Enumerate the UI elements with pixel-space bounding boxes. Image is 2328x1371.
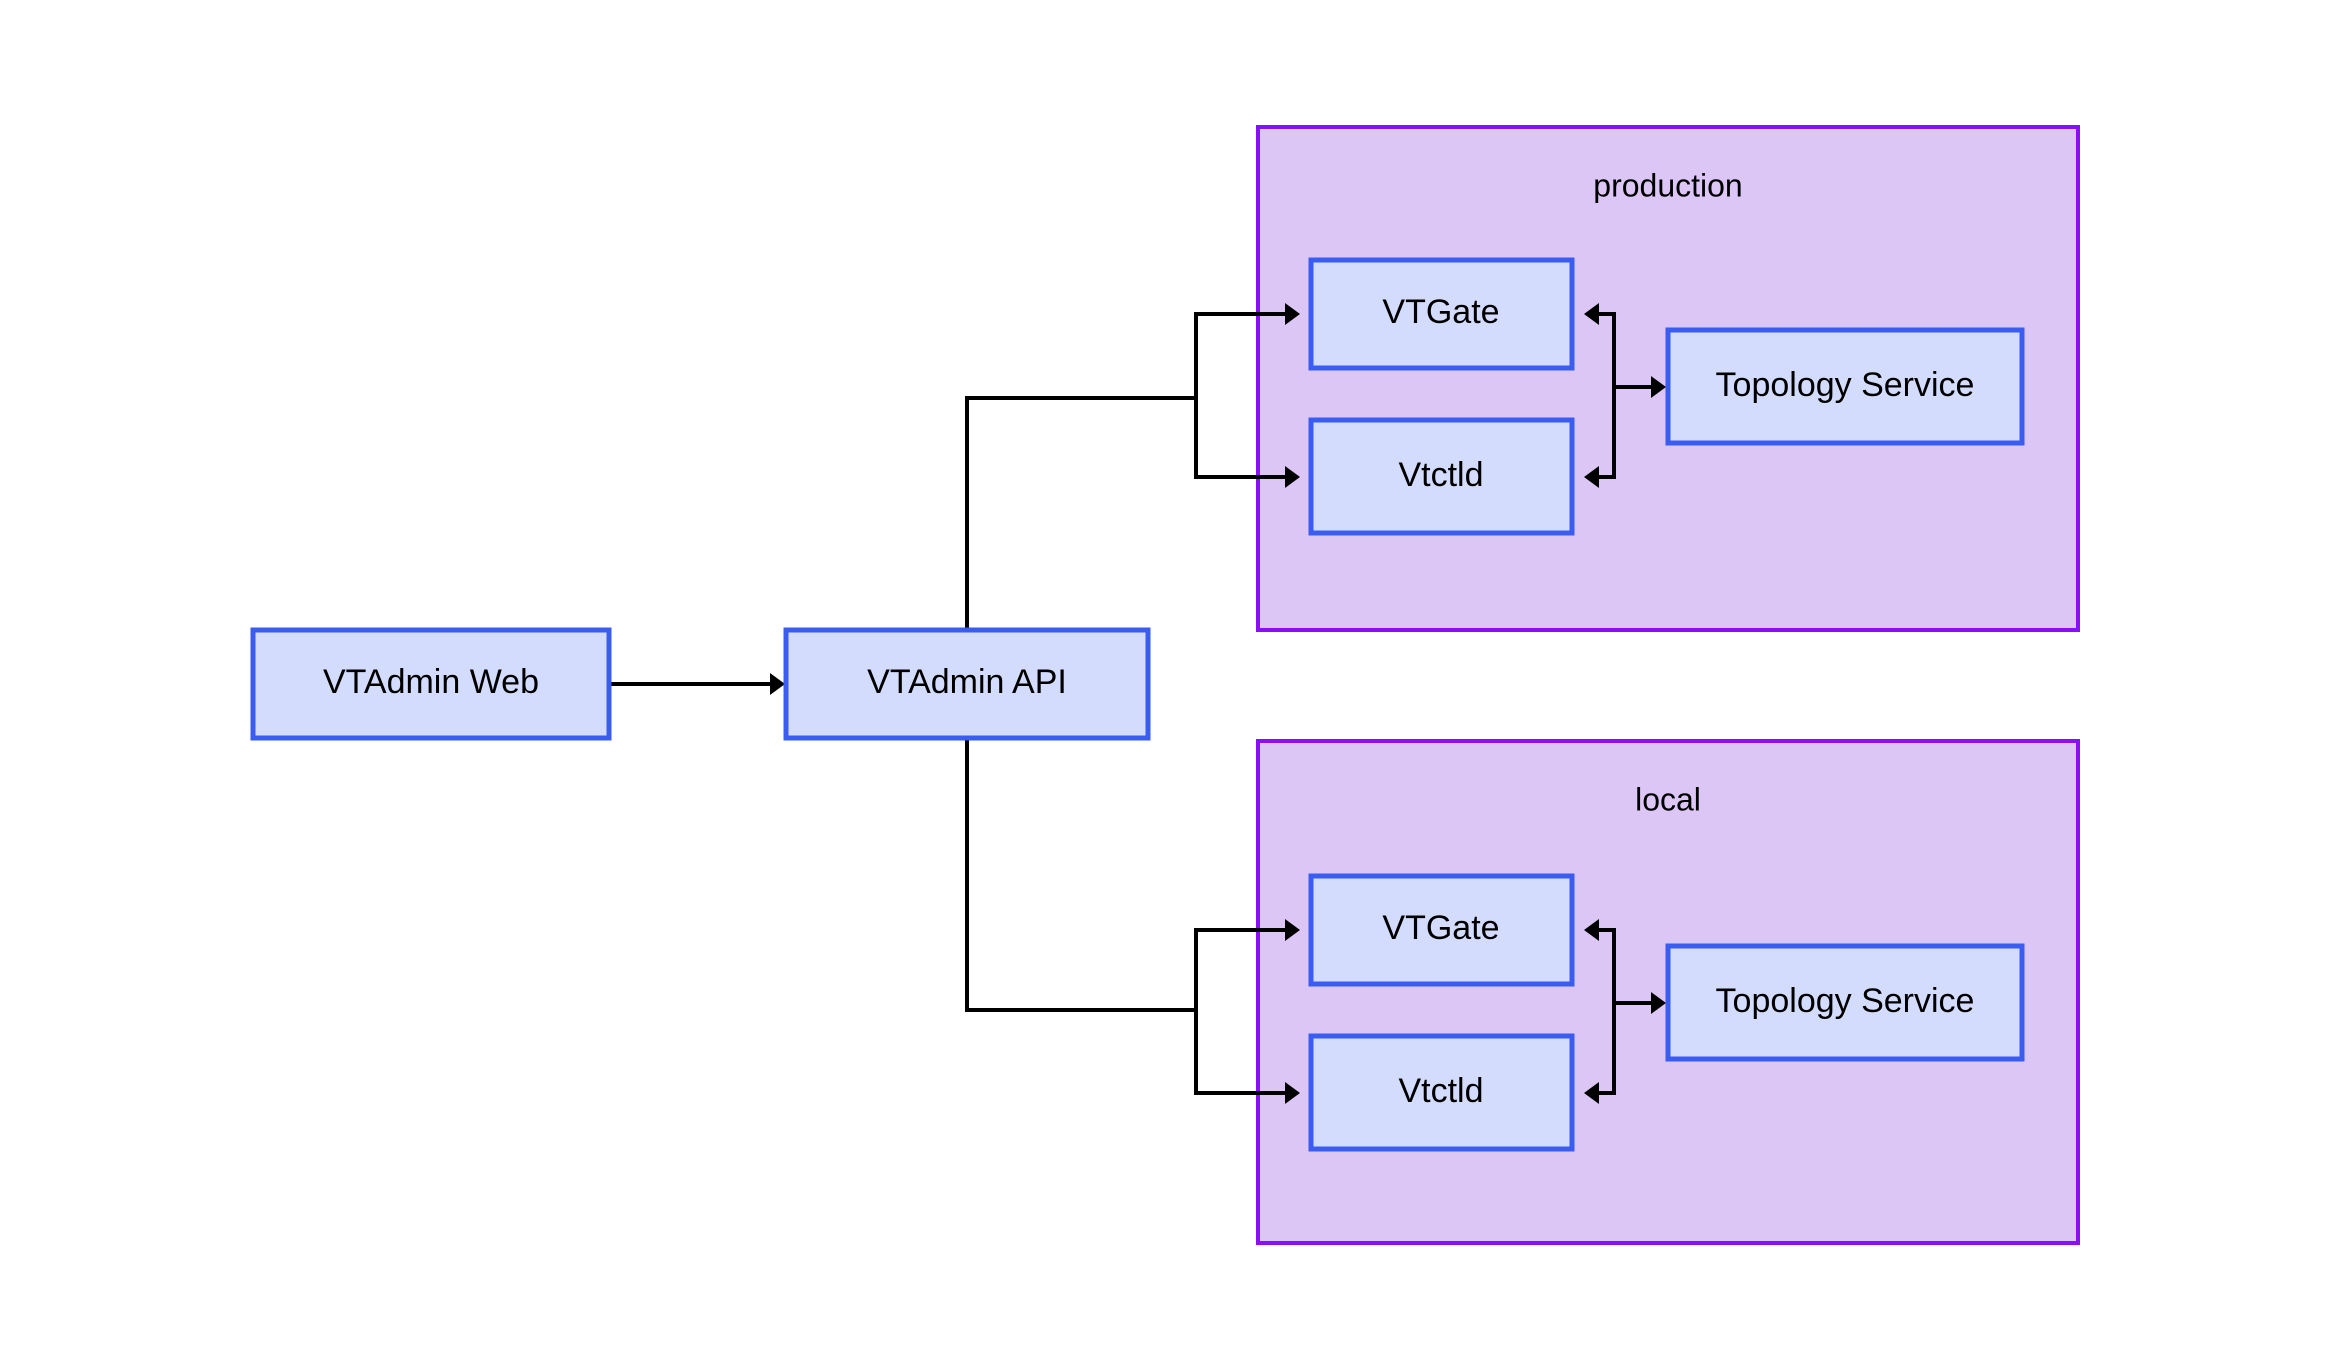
edge-line: [1596, 928, 1616, 1003]
edge-local-topology-to-vtctld: [1584, 1003, 1616, 1104]
node-vtadmin-web[interactable]: VTAdmin Web: [250, 627, 612, 741]
node-box[interactable]: [783, 627, 1151, 741]
arrow-head-icon: [1651, 992, 1666, 1014]
edge-line: [1194, 1010, 1288, 1095]
arrow-head-icon: [1584, 466, 1599, 488]
edge-prod-topology-to-vtgate: [1584, 303, 1616, 387]
edge-api-to-local-vtctld: [1194, 1010, 1300, 1104]
node-label: VTAdmin API: [867, 663, 1067, 701]
node-box[interactable]: [1308, 417, 1575, 536]
node-local-topology[interactable]: Topology Service: [1665, 943, 2025, 1062]
arrow-head-icon: [1285, 919, 1300, 941]
edge-line: [1596, 1003, 1616, 1095]
edge-web-to-api: [608, 673, 785, 695]
arrow-head-icon: [1651, 376, 1666, 398]
arrow-head-icon: [1285, 1082, 1300, 1104]
node-box[interactable]: [1308, 257, 1575, 371]
edge-local-to-topology: [1614, 992, 1666, 1014]
edge-line: [1194, 398, 1288, 479]
node-vtadmin-api[interactable]: VTAdmin API: [783, 627, 1151, 741]
node-box[interactable]: [1665, 327, 2025, 446]
node-prod-topology[interactable]: Topology Service: [1665, 327, 2025, 446]
edge-api-to-prod-vtctld: [1194, 398, 1300, 488]
node-label: VTAdmin Web: [323, 663, 539, 701]
node-label: VTGate: [1382, 909, 1499, 947]
node-label: Vtctld: [1398, 456, 1483, 494]
arrow-head-icon: [1584, 919, 1599, 941]
node-local-vtctld[interactable]: Vtctld: [1308, 1033, 1575, 1152]
arrow-head-icon: [1285, 466, 1300, 488]
arrow-head-icon: [1584, 1082, 1599, 1104]
edge-line: [965, 740, 1288, 1012]
node-box[interactable]: [1665, 943, 2025, 1062]
cluster-label: production: [1593, 167, 1742, 203]
edge-line: [1596, 312, 1616, 387]
node-box[interactable]: [1308, 873, 1575, 987]
arrow-head-icon: [770, 673, 785, 695]
edge-line: [965, 312, 1288, 628]
edge-local-topology-to-vtgate: [1584, 919, 1616, 1003]
cluster-label: local: [1635, 781, 1701, 817]
node-label: Topology Service: [1716, 366, 1975, 404]
node-label: Vtctld: [1398, 1072, 1483, 1110]
node-prod-vtgate[interactable]: VTGate: [1308, 257, 1575, 371]
node-box[interactable]: [250, 627, 612, 741]
edge-line: [1596, 387, 1616, 479]
edge-prod-topology-to-vtctld: [1584, 387, 1616, 488]
edges-layer: [608, 303, 1666, 1104]
arrow-head-icon: [1285, 303, 1300, 325]
node-label: Topology Service: [1716, 982, 1975, 1020]
edge-prod-to-topology: [1614, 376, 1666, 398]
arrow-head-icon: [1584, 303, 1599, 325]
node-prod-vtctld[interactable]: Vtctld: [1308, 417, 1575, 536]
edge-api-to-local-vtgate: [965, 740, 1300, 1012]
edge-api-to-prod-vtgate: [965, 303, 1300, 628]
node-box[interactable]: [1308, 1033, 1575, 1152]
node-local-vtgate[interactable]: VTGate: [1308, 873, 1575, 987]
node-label: VTGate: [1382, 293, 1499, 331]
